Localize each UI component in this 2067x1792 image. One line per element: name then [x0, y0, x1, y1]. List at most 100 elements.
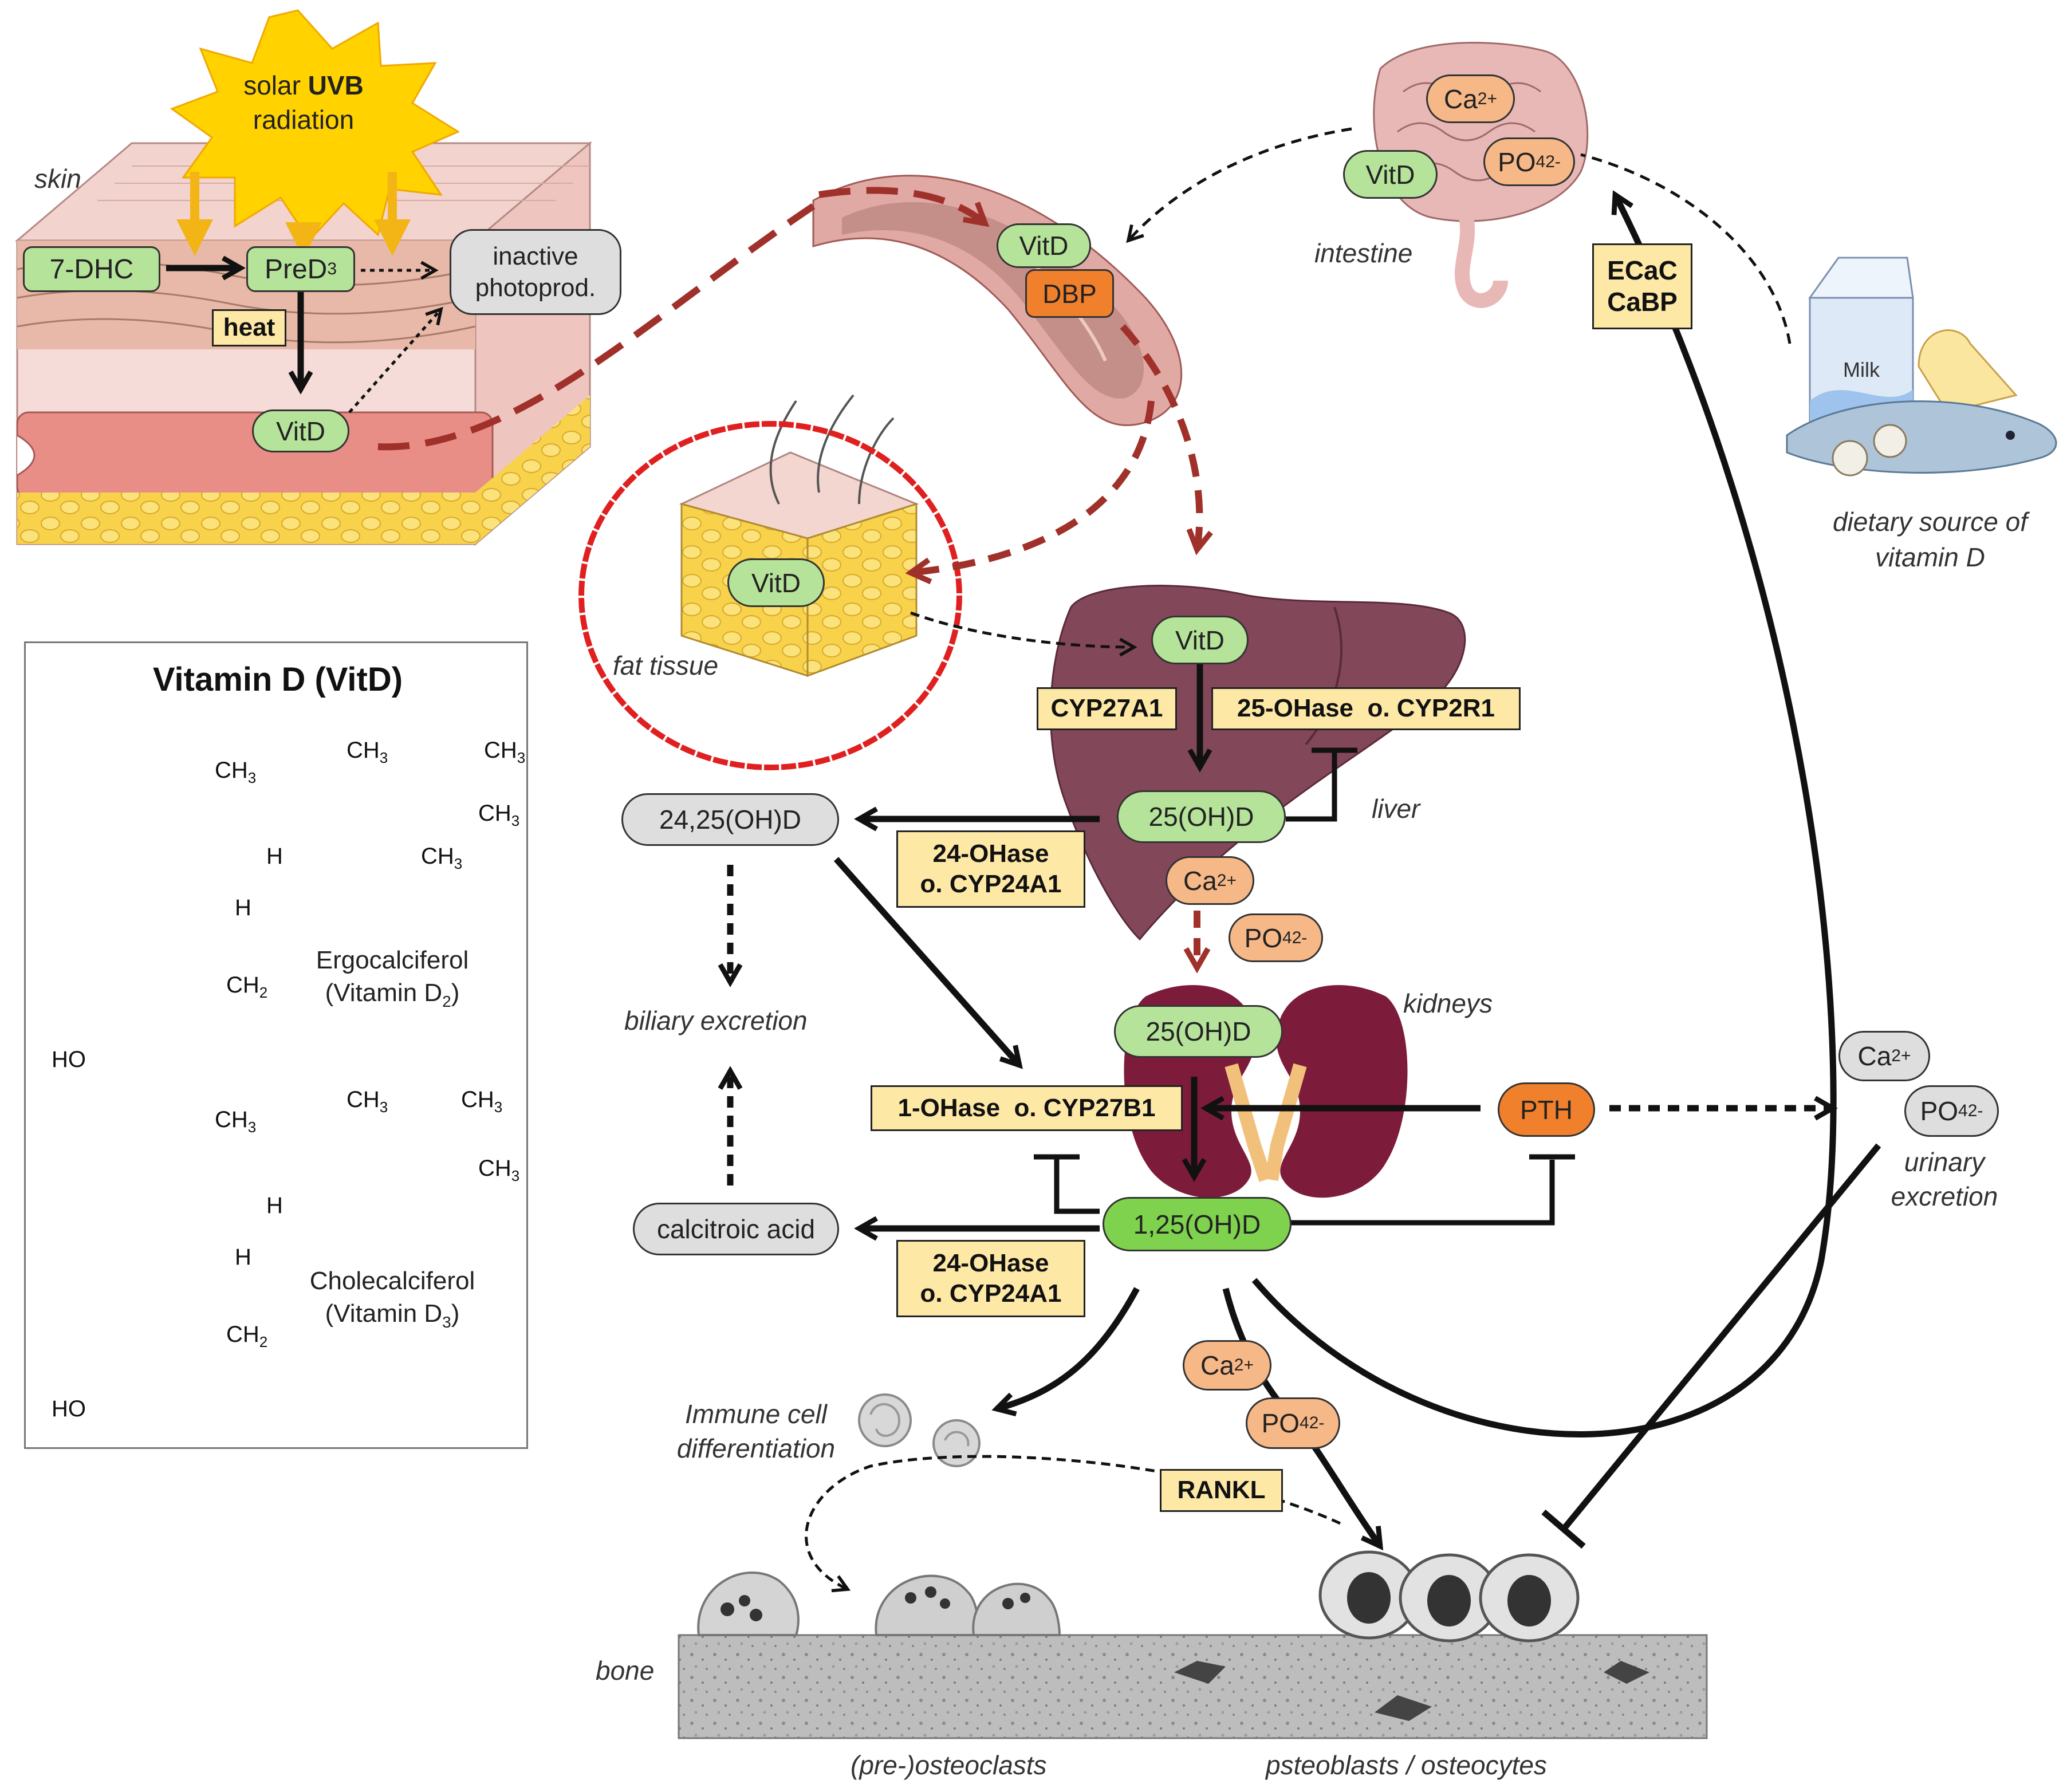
- biliary-excretion-label: biliary excretion: [624, 1006, 808, 1035]
- ergo-ho: HO: [52, 1047, 86, 1072]
- ergo-ch3-ring-sub: 3: [247, 769, 257, 786]
- ergo-h-upper: H: [266, 844, 283, 869]
- enzyme-24ohase-bottom: 24-OHase o. CYP24A1: [896, 1240, 1085, 1317]
- urinary-ca-sup: 2+: [1891, 1046, 1911, 1065]
- liver-ca-sup: 2+: [1216, 871, 1237, 890]
- ergo-ch3-chain2-sub: 3: [517, 749, 526, 766]
- urinary-label-line1: urinary: [1904, 1147, 1985, 1177]
- cholecalciferol-name: Cholecalciferol (Vitamin D3): [278, 1265, 507, 1333]
- liver-po-sub: 4: [1282, 928, 1292, 947]
- ergo-ch3-chain1: CH3: [347, 738, 388, 767]
- ergo-h-lower: H: [235, 895, 251, 920]
- enzyme-rankl: RANKL: [1160, 1469, 1283, 1512]
- arrow-2425-to-1ohase: [833, 857, 1023, 1069]
- heat-label: heat: [212, 309, 286, 346]
- ergo-ch2-sub: 2: [259, 984, 268, 1001]
- enzyme-1ohase-label: 1-OHase o. CYP27B1: [897, 1093, 1156, 1122]
- dietary-label-line2: vitamin D: [1875, 542, 1985, 573]
- urinary-po-sub: 4: [1958, 1101, 1968, 1120]
- chole-name-line2: (Vitamin D: [325, 1299, 443, 1328]
- node-intestine-vitd-label: VitD: [1365, 159, 1415, 190]
- highlight-circle: [578, 421, 962, 770]
- sun-label-uvb: UVB: [308, 70, 364, 100]
- chole-ch3-ring-sub: 3: [247, 1118, 257, 1136]
- ergo-ch3-chain3-sub: 3: [511, 812, 520, 829]
- intestine-po-sup: 2-: [1545, 152, 1561, 171]
- flow-skin-to-vessel: [377, 203, 816, 451]
- ergo-ch3-chain2-base: CH: [484, 738, 517, 763]
- intestine-ca-sup: 2+: [1477, 89, 1498, 108]
- arrow-125-to-intestine: [1251, 190, 1837, 1438]
- node-fat-vitd: VitD: [727, 558, 825, 607]
- enzyme-cabp-label: CaBP: [1607, 287, 1678, 317]
- bone-po-base: PO: [1261, 1408, 1300, 1438]
- inhibit-125-to-pth: [1289, 1160, 1555, 1226]
- bone-ca-base: Ca: [1200, 1350, 1234, 1380]
- arrow-125-to-immune: [991, 1287, 1140, 1417]
- sun-label-line2: radiation: [253, 104, 355, 135]
- liver-label: liver: [1372, 794, 1420, 824]
- intestine-ca-base: Ca: [1443, 84, 1478, 114]
- node-pred3-sub: 3: [327, 259, 337, 278]
- node-calcitroic-acid-label: calcitroic acid: [656, 1214, 816, 1244]
- chole-ch3-ring-base: CH: [215, 1107, 248, 1132]
- node-dbp: DBP: [1025, 269, 1114, 318]
- enzyme-24ohase-top-line2: o. CYP24A1: [920, 869, 1062, 898]
- enzyme-1ohase: 1-OHase o. CYP27B1: [871, 1085, 1183, 1131]
- immune-cell-label: Immune cell differentiation: [653, 1397, 859, 1466]
- osteoblasts-label: psteoblasts / osteocytes: [1266, 1750, 1547, 1780]
- inactive-line2: photoprod.: [475, 274, 596, 302]
- inactive-line1: inactive: [493, 242, 578, 270]
- blood-vessel: [812, 175, 1183, 426]
- node-calcitroic-acid: calcitroic acid: [633, 1203, 839, 1255]
- node-pth: PTH: [1498, 1082, 1595, 1137]
- node-kidney-25ohd: 25(OH)D: [1114, 1005, 1283, 1058]
- node-pth-label: PTH: [1520, 1094, 1573, 1125]
- chole-h-lower: H: [235, 1244, 251, 1270]
- chole-ch3-chain3-base: CH: [478, 1156, 511, 1181]
- chole-ho: HO: [52, 1396, 86, 1421]
- ergo-name-sub: 2: [442, 992, 451, 1010]
- arrow-osteoblasts-to-osteoclasts: [805, 1455, 1341, 1593]
- osteocytes-graphic: [1174, 1661, 1649, 1721]
- flow-into-vessel: [818, 187, 990, 227]
- enzyme-cyp27a1: CYP27A1: [1037, 687, 1177, 730]
- ergo-ch3-chain4: CH3: [421, 844, 462, 873]
- osteoblasts-graphic: [1318, 1550, 1580, 1643]
- chole-ch3-chain1: CH3: [347, 1087, 388, 1116]
- ergo-name-line2: (Vitamin D: [325, 979, 443, 1007]
- urinary-po-base: PO: [1920, 1096, 1959, 1126]
- chole-ch2-sub: 2: [259, 1333, 268, 1350]
- kidneys-label: kidneys: [1403, 988, 1493, 1018]
- node-skin-vitd: VitD: [252, 409, 349, 452]
- osteoclasts-graphic: [697, 1571, 1061, 1636]
- ergo-name-close: ): [451, 979, 460, 1007]
- chole-ch3-ring: CH3: [215, 1107, 256, 1136]
- node-2425ohd-label: 24,25(OH)D: [659, 805, 801, 834]
- urinary-label-line2: excretion: [1891, 1181, 1998, 1211]
- sun-label-line1: solar: [243, 70, 308, 100]
- ergo-ch3-chain4-base: CH: [421, 844, 454, 869]
- ergo-ch2-base: CH: [226, 972, 259, 998]
- chole-name-sub: 3: [442, 1313, 451, 1331]
- urinary-excretion-label: urinary excretion: [1873, 1145, 2016, 1214]
- liver-po-base: PO: [1244, 923, 1283, 953]
- vitamin-d-structures-panel: Vitamin D (VitD) CH3 CH3 CH3 CH3 CH3 H H…: [24, 641, 528, 1449]
- ergo-ch2: CH2: [226, 972, 267, 1002]
- bone-graphic: [678, 1634, 1708, 1739]
- ergo-ch3-ring: CH3: [215, 758, 256, 787]
- sun-icon: [170, 9, 460, 242]
- node-vessel-vitd-label: VitD: [1019, 231, 1069, 261]
- chole-name-close: ): [451, 1299, 460, 1328]
- flow-vessel-to-fat: [905, 400, 1155, 585]
- ergo-ch3-chain4-sub: 3: [454, 855, 463, 872]
- milk-label: Milk: [1843, 358, 1880, 381]
- node-skin-vitd-label: VitD: [275, 416, 326, 446]
- ergo-ch3-chain1-sub: 3: [379, 749, 388, 766]
